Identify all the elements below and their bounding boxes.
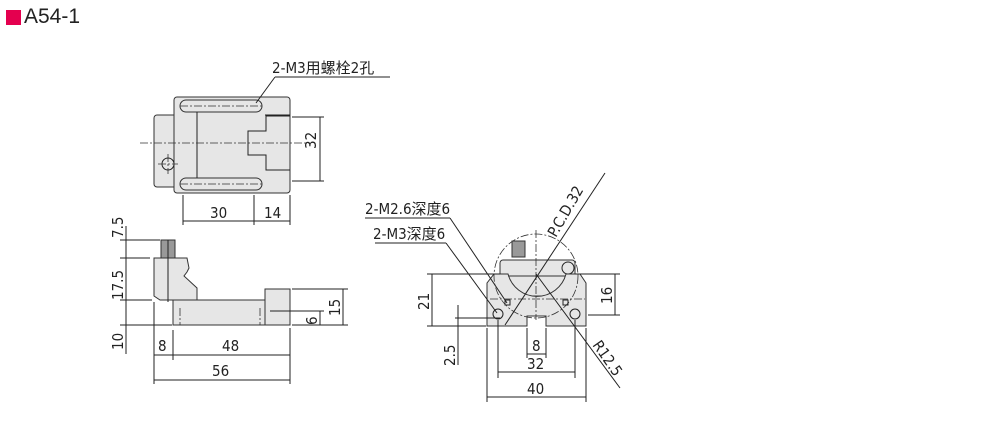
figure-title: A54-1 — [6, 5, 80, 29]
mounting-bolt-note: 2-M3用螺栓2孔 — [272, 59, 374, 77]
dim-40: 40 — [527, 380, 544, 398]
dim-16: 16 — [598, 287, 616, 304]
top-view: 2-M3用螺栓2孔 32 30 14 — [140, 59, 390, 225]
title-text: A54-1 — [24, 5, 81, 28]
dim-10: 10 — [109, 333, 127, 350]
m2-6-hole-note: 2-M2.6深度6 — [365, 200, 450, 218]
dim-30: 30 — [210, 204, 227, 222]
front-view: 7.5 17.5 10 15 6 8 48 56 — [109, 217, 348, 384]
dim-56: 56 — [212, 362, 229, 380]
dim-8: 8 — [158, 337, 167, 355]
dim-7-5: 7.5 — [109, 217, 127, 238]
pcd-label: P.C.D.32 — [544, 183, 587, 240]
dim-32: 32 — [527, 355, 544, 373]
dim-48: 48 — [222, 337, 239, 355]
dim-width: 32 — [302, 132, 320, 149]
dim-15: 15 — [326, 299, 344, 316]
dim-21: 21 — [415, 293, 433, 310]
title-marker-icon — [6, 9, 21, 25]
dim-17-5: 17.5 — [109, 270, 127, 300]
dim-6: 6 — [303, 316, 321, 325]
dim-8-slot: 8 — [532, 337, 541, 355]
radius-label: R12.5 — [589, 337, 626, 380]
side-view: 2-M2.6深度6 2-M3深度6 P.C.D.32 R12.5 21 16 2… — [365, 172, 626, 402]
dim-2-5: 2.5 — [441, 345, 459, 366]
m3-hole-note: 2-M3深度6 — [373, 225, 445, 243]
dim-14: 14 — [264, 204, 281, 222]
